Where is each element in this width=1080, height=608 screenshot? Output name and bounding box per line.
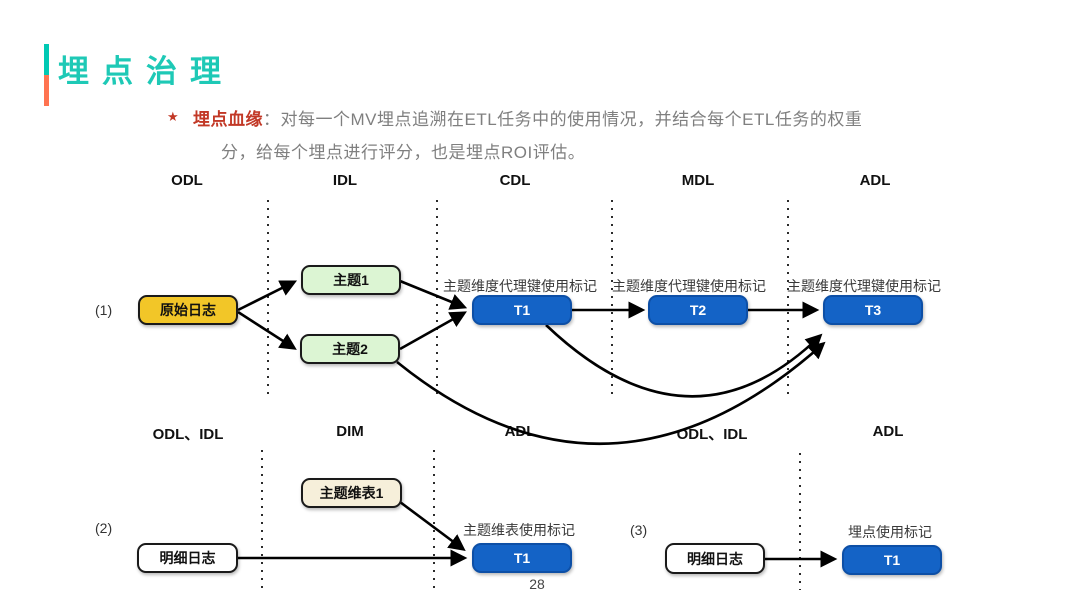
node-row2-detail-log[interactable]: 明细日志 bbox=[137, 543, 238, 573]
row3-header-adl: ADL bbox=[872, 423, 904, 440]
node-row1-t2[interactable]: T2 bbox=[648, 295, 748, 325]
node-topic1[interactable]: 主题1 bbox=[301, 265, 401, 295]
node-row2-t1[interactable]: T1 bbox=[472, 543, 572, 573]
row2-index-label: (2) bbox=[95, 520, 113, 536]
bullet-star-icon: ★ bbox=[167, 109, 179, 124]
row3-header-odl-idl: ODL、IDL bbox=[676, 426, 748, 443]
node-row1-t1[interactable]: T1 bbox=[472, 295, 572, 325]
row3-index-label: (3) bbox=[630, 522, 648, 538]
page-number: 28 bbox=[529, 576, 545, 592]
row3-annotation: 埋点使用标记 bbox=[848, 524, 932, 540]
row1-header-odl: ODL bbox=[171, 172, 203, 189]
row1-header-adl: ADL bbox=[859, 172, 891, 189]
row2-column-separators bbox=[261, 450, 435, 592]
row2-header-odl-idl: ODL、IDL bbox=[152, 426, 224, 443]
row2-annotation: 主题维表使用标记 bbox=[463, 522, 575, 538]
row1-annotation-t1: 主题维度代理键使用标记 bbox=[443, 278, 597, 294]
row1-header-cdl: CDL bbox=[499, 172, 531, 189]
row1-index-label: (1) bbox=[95, 302, 113, 318]
node-row3-t1[interactable]: T1 bbox=[842, 545, 942, 575]
row1-column-separators bbox=[267, 200, 789, 400]
row1-header-mdl: MDL bbox=[681, 172, 715, 189]
row2-header-dim: DIM bbox=[336, 423, 364, 440]
node-topic-dim-table[interactable]: 主题维表1 bbox=[301, 478, 402, 508]
bullet-text-line1: 埋点血缘：对每一个MV埋点追溯在ETL任务中的使用情况，并结合每个ETL任务的权… bbox=[193, 105, 862, 130]
title-bar-orange-segment bbox=[44, 75, 49, 106]
row1-header-idl: IDL bbox=[332, 172, 358, 189]
row2-arrows bbox=[238, 500, 468, 567]
title-accent-bar bbox=[44, 44, 49, 106]
node-row1-t3[interactable]: T3 bbox=[823, 295, 923, 325]
bullet-lead-term: 埋点血缘 bbox=[193, 110, 263, 129]
row1-annotation-t2: 主题维度代理键使用标记 bbox=[612, 278, 766, 294]
row1-arrows bbox=[237, 279, 826, 446]
node-topic2[interactable]: 主题2 bbox=[300, 334, 400, 364]
title-bar-teal-segment bbox=[44, 44, 49, 75]
node-raw-log[interactable]: 原始日志 bbox=[138, 295, 238, 325]
row1-annotation-t3: 主题维度代理键使用标记 bbox=[787, 278, 941, 294]
node-row3-detail-log[interactable]: 明细日志 bbox=[665, 543, 765, 574]
page-title: 埋点治理 bbox=[58, 54, 234, 89]
bullet-text-line2: 分，给每个埋点进行评分，也是埋点ROI评估。 bbox=[221, 143, 586, 162]
bullet-line1-rest: ：对每一个MV埋点追溯在ETL任务中的使用情况，并结合每个ETL任务的权重 bbox=[263, 110, 863, 129]
